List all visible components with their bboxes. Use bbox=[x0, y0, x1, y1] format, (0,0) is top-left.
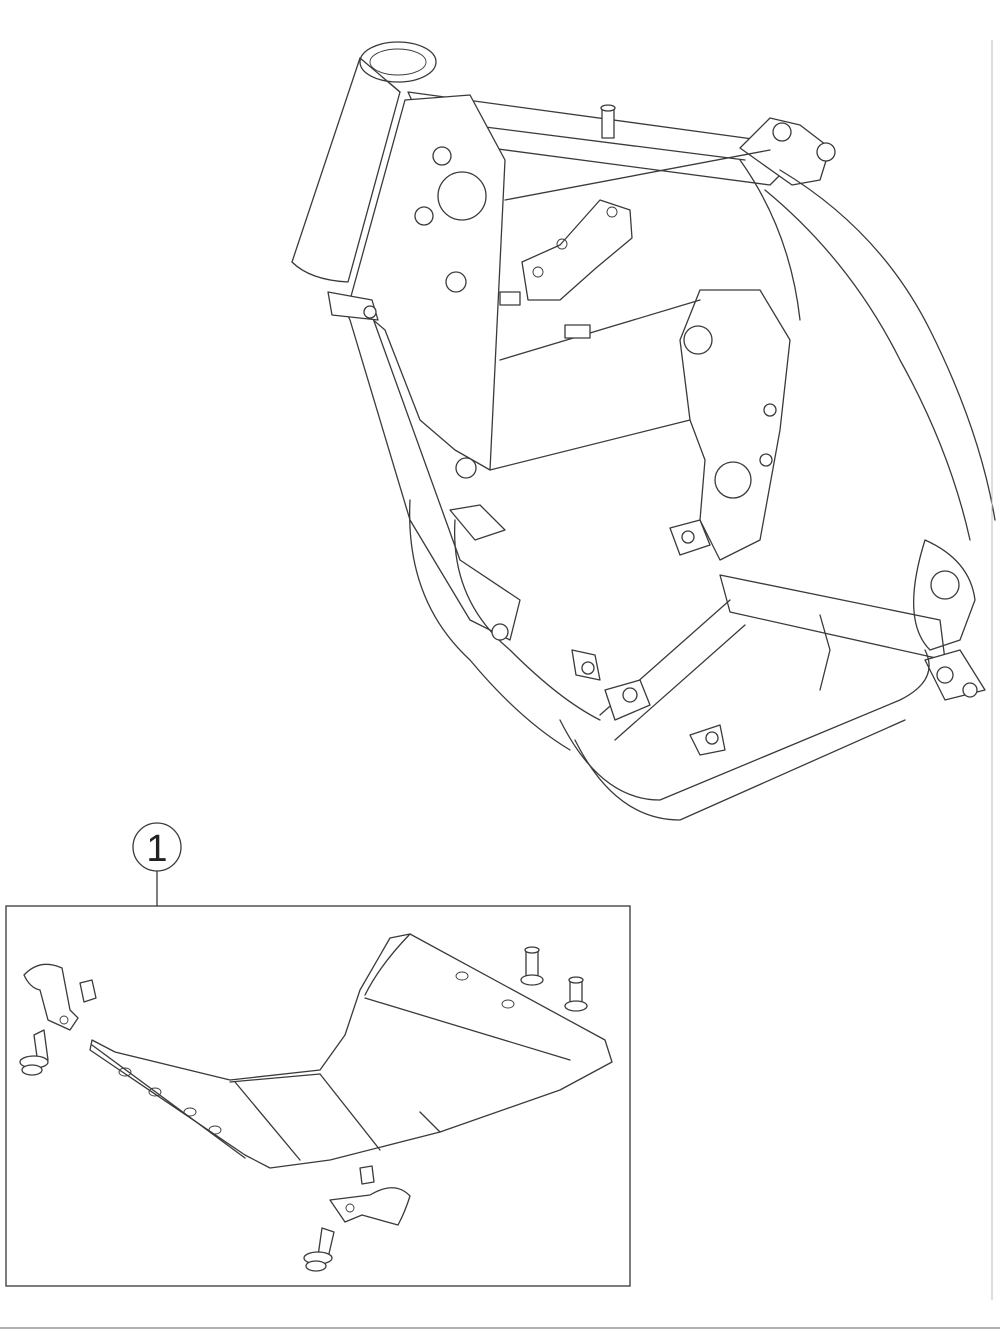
front-cradle-tube bbox=[408, 499, 601, 751]
lower-cradle bbox=[719, 539, 986, 701]
inner-rails bbox=[489, 149, 771, 471]
skid-plate bbox=[89, 933, 613, 1169]
upper-clamp-bracket bbox=[23, 963, 97, 1031]
center-bracket bbox=[521, 199, 633, 301]
head-gusset-plate bbox=[349, 94, 506, 479]
steering-head-tube bbox=[291, 41, 437, 283]
callout-number: 1 bbox=[146, 828, 167, 870]
top-right-bolts bbox=[520, 946, 588, 1012]
down-tube bbox=[327, 291, 521, 641]
swingarm-pivot-plate bbox=[679, 289, 791, 561]
upper-left-bolt bbox=[19, 1029, 49, 1076]
callout-1[interactable]: 1 bbox=[132, 822, 182, 907]
motorcycle-frame bbox=[291, 41, 996, 821]
kit-bounding-box bbox=[5, 905, 631, 1287]
lower-clamp-bracket bbox=[329, 1165, 411, 1226]
lower-bolt bbox=[303, 1227, 335, 1272]
skid-plate-kit bbox=[5, 905, 631, 1287]
bottom-loop bbox=[559, 599, 930, 821]
mounting-tabs bbox=[571, 519, 711, 681]
main-spar bbox=[739, 159, 996, 541]
shock-mount bbox=[739, 117, 836, 186]
top-tube bbox=[407, 91, 791, 186]
